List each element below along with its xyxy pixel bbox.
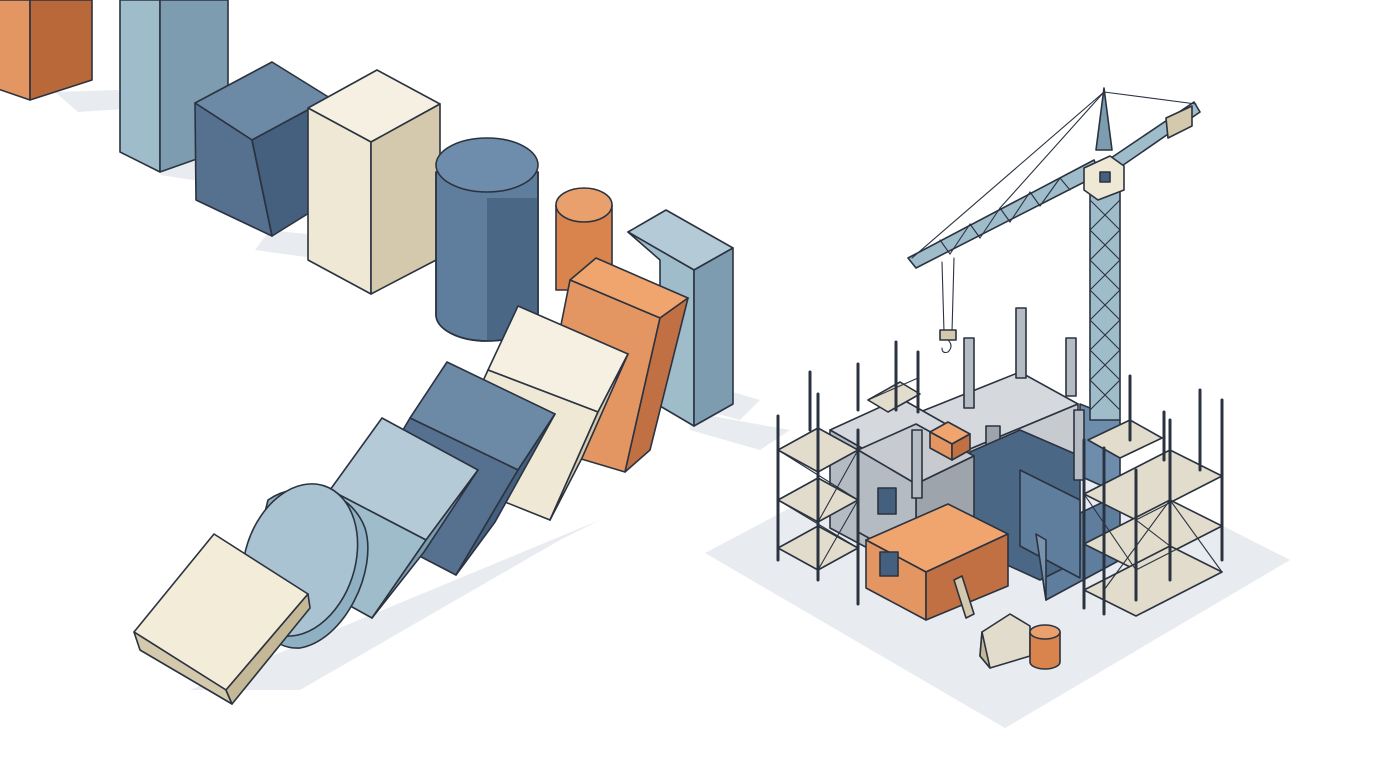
crane-jib bbox=[907, 159, 1101, 269]
orange-building-block bbox=[865, 503, 1009, 621]
crane-cables bbox=[911, 91, 1197, 259]
concrete-columns bbox=[911, 307, 1085, 499]
scaffolding-left bbox=[776, 340, 921, 606]
domino-row bbox=[0, 0, 734, 705]
blue-cylinder-5 bbox=[435, 137, 539, 342]
scaffolding-right bbox=[1082, 374, 1224, 617]
site-debris bbox=[953, 575, 1061, 670]
cream-block-4 bbox=[307, 69, 441, 295]
crane-hook bbox=[939, 257, 957, 354]
blue-wall bbox=[969, 403, 1121, 601]
orange-block-top bbox=[929, 421, 971, 461]
orange-block-1 bbox=[0, 0, 93, 101]
tower-crane bbox=[907, 87, 1201, 421]
steel-block-2 bbox=[119, 0, 229, 173]
cream-block-13-fallen bbox=[133, 533, 311, 705]
building-site bbox=[776, 307, 1224, 670]
crane-mast bbox=[1089, 181, 1121, 421]
crane-counter-jib bbox=[1107, 101, 1201, 171]
